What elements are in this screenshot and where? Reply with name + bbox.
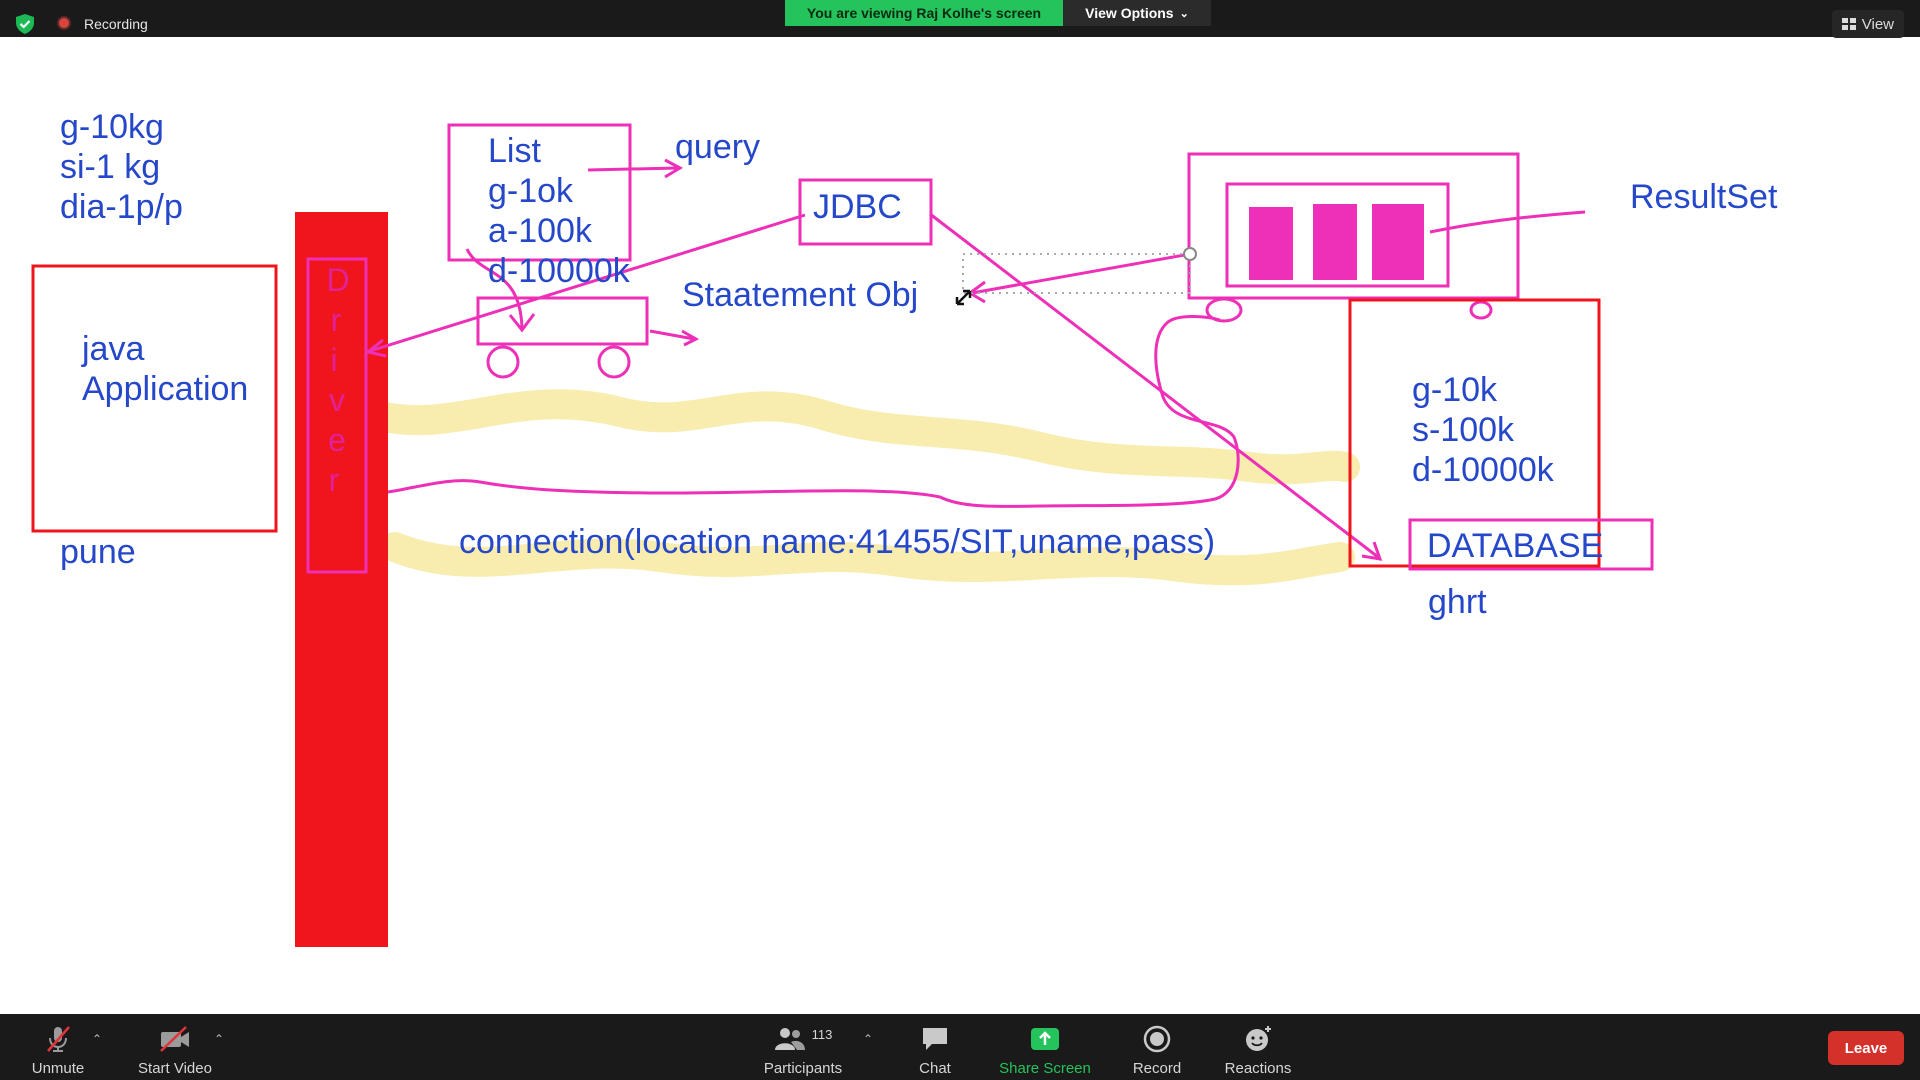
view-options-label: View Options [1085,5,1174,21]
cart-body [476,296,649,346]
resultset-pointer-line [1429,210,1586,234]
jdbc-to-driver-arrow [369,213,806,353]
resultset-wheel-left [1205,297,1243,323]
reactions-smiley-icon [1246,1026,1271,1051]
pune-label: pune [60,533,136,571]
database-label: DATABASE [1427,527,1604,565]
chat-label: Chat [919,1060,951,1077]
list-to-query-arrow [587,166,679,172]
share-screen-button[interactable]: Share Screen [998,1024,1092,1077]
cart-wheel-left [486,345,520,379]
database-outer-box [1348,298,1601,568]
audio-options-caret-icon[interactable]: ⌃ [92,1032,103,1046]
leave-button[interactable]: Leave [1828,1031,1904,1065]
resultset-inner-box [1225,182,1450,288]
resize-cursor-icon [955,289,972,306]
recording-dot-icon [57,16,71,30]
chat-bubble-icon [923,1028,947,1050]
unmute-button[interactable]: Unmute [28,1024,88,1077]
cart-wheel-right [597,345,631,379]
query-label: query [675,128,761,166]
driver-letter-i: i [330,342,338,378]
selection-box [962,253,1191,294]
notes-line-2: si-1 kg [60,148,161,186]
list-box [447,123,632,262]
jdbc-label: JDBC [813,188,902,226]
resultset-label: ResultSet [1630,178,1778,216]
list-line-2: g-1ok [488,172,574,210]
java-label: java [82,330,145,368]
driver-label-box [306,257,368,574]
resultset-wheel-right [1469,300,1493,320]
shared-screen-whiteboard: g-10kg si-1 kg dia-1p/p java Application… [0,37,1920,1014]
ghrt-label: ghrt [1428,583,1487,621]
statement-label: Staatement Obj [682,276,919,314]
reactions-label: Reactions [1224,1060,1292,1077]
start-video-label: Start Video [138,1060,212,1077]
participants-count: 113 [811,1026,833,1042]
view-options-button[interactable]: View Options ⌄ [1063,0,1211,26]
driver-letter-r1: r [330,302,342,338]
participants-button[interactable]: 113 Participants [760,1024,846,1078]
participants-icon [774,1028,805,1050]
highlight-stroke-bottom [380,532,1355,586]
view-label: View [1861,15,1894,33]
shield-check-icon[interactable] [14,13,36,35]
participants-label: Participants [763,1060,843,1077]
video-camera-off-icon [160,1026,189,1052]
microphone-muted-icon [47,1026,70,1052]
jdbc-box [798,178,933,246]
resultset-row-1 [1249,207,1293,280]
chat-button[interactable]: Chat [905,1024,965,1077]
start-video-button[interactable]: Start Video [135,1024,215,1077]
db-value-3: d-10000k [1412,451,1554,489]
resultset-row-3 [1372,204,1424,280]
resultset-row-2 [1313,204,1357,280]
list-line-3: a-100k [488,212,592,250]
resultset-to-statement-arrow [971,252,1191,295]
database-label-box [1408,518,1654,571]
db-value-2: s-100k [1412,411,1515,449]
application-label: Application [82,370,249,408]
meeting-top-bar: Recording You are viewing Raj Kolhe's sc… [0,0,1920,38]
unmute-label: Unmute [31,1060,85,1077]
reactions-button[interactable]: Reactions [1220,1024,1296,1077]
screen-share-banner: You are viewing Raj Kolhe's screen View … [785,0,1211,26]
participants-options-caret-icon[interactable]: ⌃ [863,1032,874,1046]
connection-label: connection(location name:41455/SIT,uname… [459,523,1216,561]
driver-bar [295,212,388,947]
record-button[interactable]: Record [1127,1024,1187,1077]
list-line-4: d-10000k [488,252,630,290]
share-screen-arrow-icon [1031,1028,1059,1050]
recording-label: Recording [84,16,148,32]
jdbc-to-database-arrow [929,212,1379,559]
record-icon [1143,1025,1171,1053]
driver-letter-r2: r [328,462,340,498]
java-application-box [31,264,278,533]
notes-line-3: dia-1p/p [60,188,183,226]
driver-letter-e: e [328,422,346,458]
highlight-stroke-top [370,389,1360,485]
meeting-controls-bar: Unmute ⌃ Start Video ⌃ 113 Participants … [0,1014,1920,1080]
video-options-caret-icon[interactable]: ⌃ [214,1032,225,1046]
db-value-1: g-10k [1412,371,1498,409]
grid-view-icon [1841,18,1856,30]
share-screen-label: Share Screen [999,1060,1091,1077]
notes-line-1: g-10kg [60,108,164,146]
whiteboard-drawing [31,123,1654,947]
viewing-screen-text: You are viewing Raj Kolhe's screen [785,0,1063,26]
chevron-down-icon: ⌄ [1179,7,1189,20]
driver-letter-v: v [329,382,345,418]
connection-line [387,315,1240,508]
selection-handle [1183,247,1197,261]
record-label: Record [1132,1060,1182,1077]
view-button[interactable]: View [1831,10,1904,38]
list-line-1: List [488,132,541,170]
driver-letter-d: D [326,262,350,298]
resultset-outer-box [1187,152,1520,300]
